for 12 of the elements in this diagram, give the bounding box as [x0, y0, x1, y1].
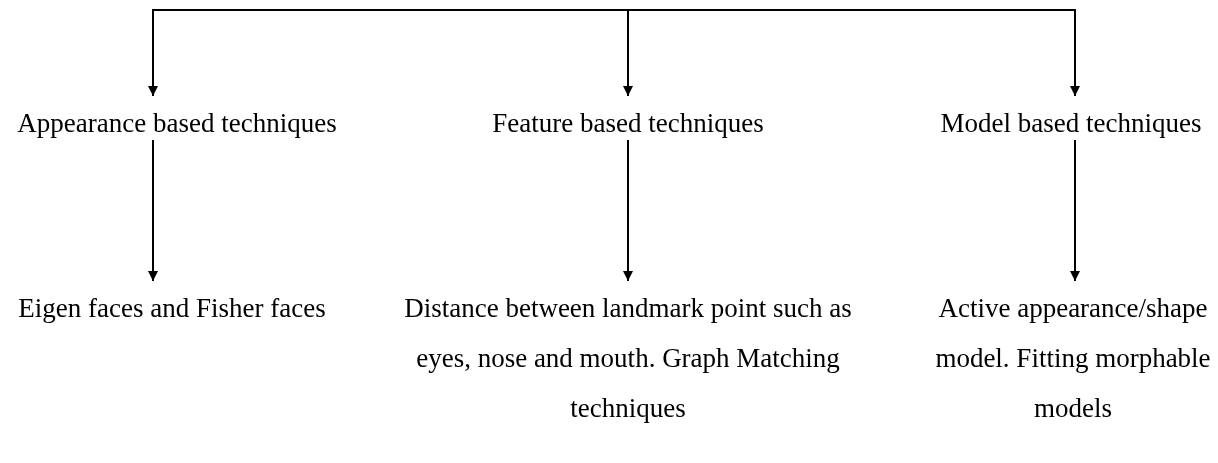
node-label: Appearance based techniques — [17, 107, 337, 140]
node-label: Active appearance/shape model. Fitting morphable models — [934, 292, 1212, 425]
arrow — [148, 9, 629, 97]
arrow — [627, 9, 1080, 97]
node-label: Distance between landmark point such as eyes, nose and mouth. Graph Matching techniques — [403, 292, 853, 425]
arrow — [1070, 139, 1080, 282]
node-label: Eigen faces and Fisher faces — [18, 292, 326, 325]
node-label: Model based techniques — [940, 107, 1202, 140]
node-label: Feature based techniques — [492, 107, 764, 140]
arrow — [148, 139, 158, 282]
arrow — [623, 139, 633, 282]
arrow — [623, 9, 633, 97]
